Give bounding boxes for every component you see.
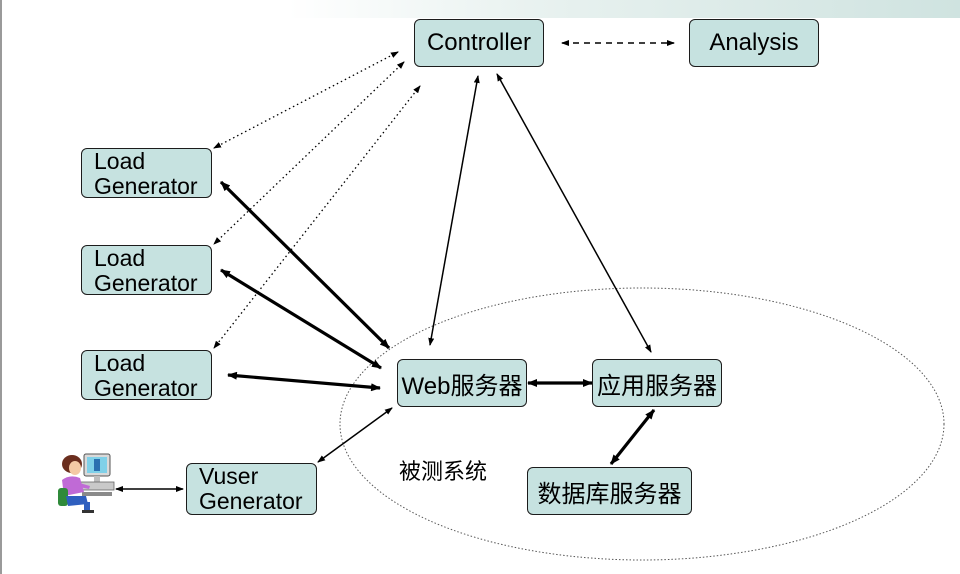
web-server-box: Web服务器 bbox=[397, 359, 527, 407]
app-server-label: 应用服务器 bbox=[597, 372, 717, 400]
load-generator-box-2: Load Generator bbox=[81, 245, 212, 295]
arrow-loadgen-3-web bbox=[227, 371, 381, 392]
system-under-test-label: 被测系统 bbox=[399, 459, 488, 484]
arrow-controller-loadgen-1 bbox=[213, 51, 399, 149]
db-server-label: 数据库服务器 bbox=[537, 480, 682, 508]
web-server-label: Web服务器 bbox=[401, 372, 523, 400]
vuser-generator-line1: Vuser bbox=[199, 463, 259, 489]
analysis-box: Analysis bbox=[689, 19, 819, 67]
load-generator-box-1: Load Generator bbox=[81, 148, 212, 198]
slide-left-rule bbox=[0, 0, 2, 574]
arrow-loadgen-2-web bbox=[220, 268, 382, 370]
user-at-computer-icon bbox=[58, 453, 115, 513]
analysis-label: Analysis bbox=[709, 29, 799, 56]
load-generator-3-line2: Generator bbox=[94, 375, 198, 400]
load-generator-box-3: Load Generator bbox=[81, 350, 212, 400]
arrow-controller-app bbox=[496, 73, 652, 353]
app-server-box: 应用服务器 bbox=[592, 359, 722, 407]
db-server-box: 数据库服务器 bbox=[527, 467, 692, 515]
load-generator-1-line2: Generator bbox=[94, 173, 198, 198]
vuser-generator-box: Vuser Generator bbox=[186, 463, 317, 515]
controller-box: Controller bbox=[414, 19, 544, 67]
slide-header-band bbox=[0, 0, 960, 18]
arrow-controller-web bbox=[428, 75, 480, 346]
load-generator-2-line1: Load bbox=[94, 245, 146, 271]
load-generator-2-line2: Generator bbox=[94, 270, 198, 295]
load-generator-3-line1: Load bbox=[94, 350, 146, 376]
load-generator-1-line1: Load bbox=[94, 148, 146, 174]
controller-label: Controller bbox=[426, 29, 532, 56]
arrow-controller-loadgen-2 bbox=[213, 61, 405, 245]
arrow-app-db bbox=[609, 409, 656, 465]
vuser-generator-line2: Generator bbox=[199, 488, 303, 514]
arrow-controller-loadgen-3 bbox=[213, 85, 421, 349]
arrow-vuser-web bbox=[317, 407, 393, 463]
